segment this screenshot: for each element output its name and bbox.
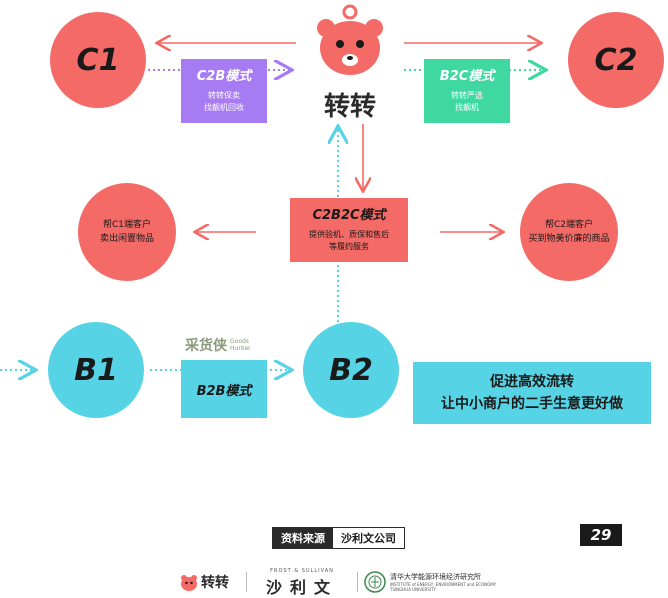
node-c2: C2 (568, 12, 664, 108)
footer-zz-logo: 转转 (180, 570, 229, 594)
zhuanzhuan-logo: 转转 (312, 4, 388, 122)
bear-mascot-icon (317, 4, 383, 75)
c2b2c-box: C2B2C模式 提供验机、质保和售后 等履约服务 (290, 198, 408, 262)
footer-slw-text: 沙利文 (265, 578, 338, 597)
goods-hunter-logo: 采货侠 Goods Hunter (185, 336, 251, 354)
c2b2c-title: C2B2C模式 (312, 207, 386, 223)
footer-tsinghua-logo: 清华大学能源环境经济研究所 INSTITUTE of ENERGY, ENVIR… (364, 569, 496, 595)
b2c-desc: 转转严选 找靓机 (451, 90, 483, 112)
footer-zz-text: 转转 (201, 575, 229, 591)
node-help-c2: 帮C2端客户 买到物美价廉的商品 (520, 183, 618, 281)
footer-frost-text: FROST & SULLIVAN (270, 568, 334, 574)
footer-frost-logo: FROST & SULLIVAN 沙利文 (252, 568, 352, 597)
footer-divider-1 (246, 572, 247, 592)
source-label: 资料来源 (273, 528, 333, 548)
c2b-desc: 转转保卖 找靓机回收 (204, 90, 244, 112)
node-c1: C1 (50, 12, 146, 108)
node-b2: B2 (303, 322, 399, 418)
footer-tsinghua-text: 清华大学能源环境经济研究所 (390, 573, 481, 581)
source-value: 沙利文公司 (333, 528, 404, 548)
b2c-title: B2C模式 (439, 68, 495, 84)
brand-name: 转转 (323, 92, 376, 122)
c2b-box: C2B模式 转转保卖 找靓机回收 (181, 59, 267, 123)
promo-box: 促进高效流转 让中小商户的二手生意更好做 (413, 362, 651, 424)
c2b2c-desc: 提供验机、质保和售后 等履约服务 (309, 229, 389, 251)
promo-line1: 促进高效流转 (490, 374, 574, 390)
tsinghua-seal-icon (364, 571, 386, 593)
source-bar: 资料来源 沙利文公司 (272, 527, 405, 549)
b2b-title: B2B模式 (196, 383, 252, 399)
bear-small-icon (181, 575, 197, 591)
footer-divider-2 (357, 572, 358, 592)
promo-line2: 让中小商户的二手生意更好做 (441, 396, 623, 412)
b2c-box: B2C模式 转转严选 找靓机 (424, 59, 510, 123)
footer-tsinghua-en: INSTITUTE of ENERGY, ENVIRONMENT and ECO… (390, 582, 497, 592)
page-number: 29 (580, 524, 622, 546)
c2b-title: C2B模式 (196, 68, 252, 84)
goods-hunter-en: Goods Hunter (230, 338, 251, 352)
node-help-c1: 帮C1端客户 卖出闲置物品 (78, 183, 176, 281)
b2b-box: B2B模式 (181, 360, 267, 418)
node-b1: B1 (48, 322, 144, 418)
goods-hunter-cn: 采货侠 (185, 338, 227, 354)
